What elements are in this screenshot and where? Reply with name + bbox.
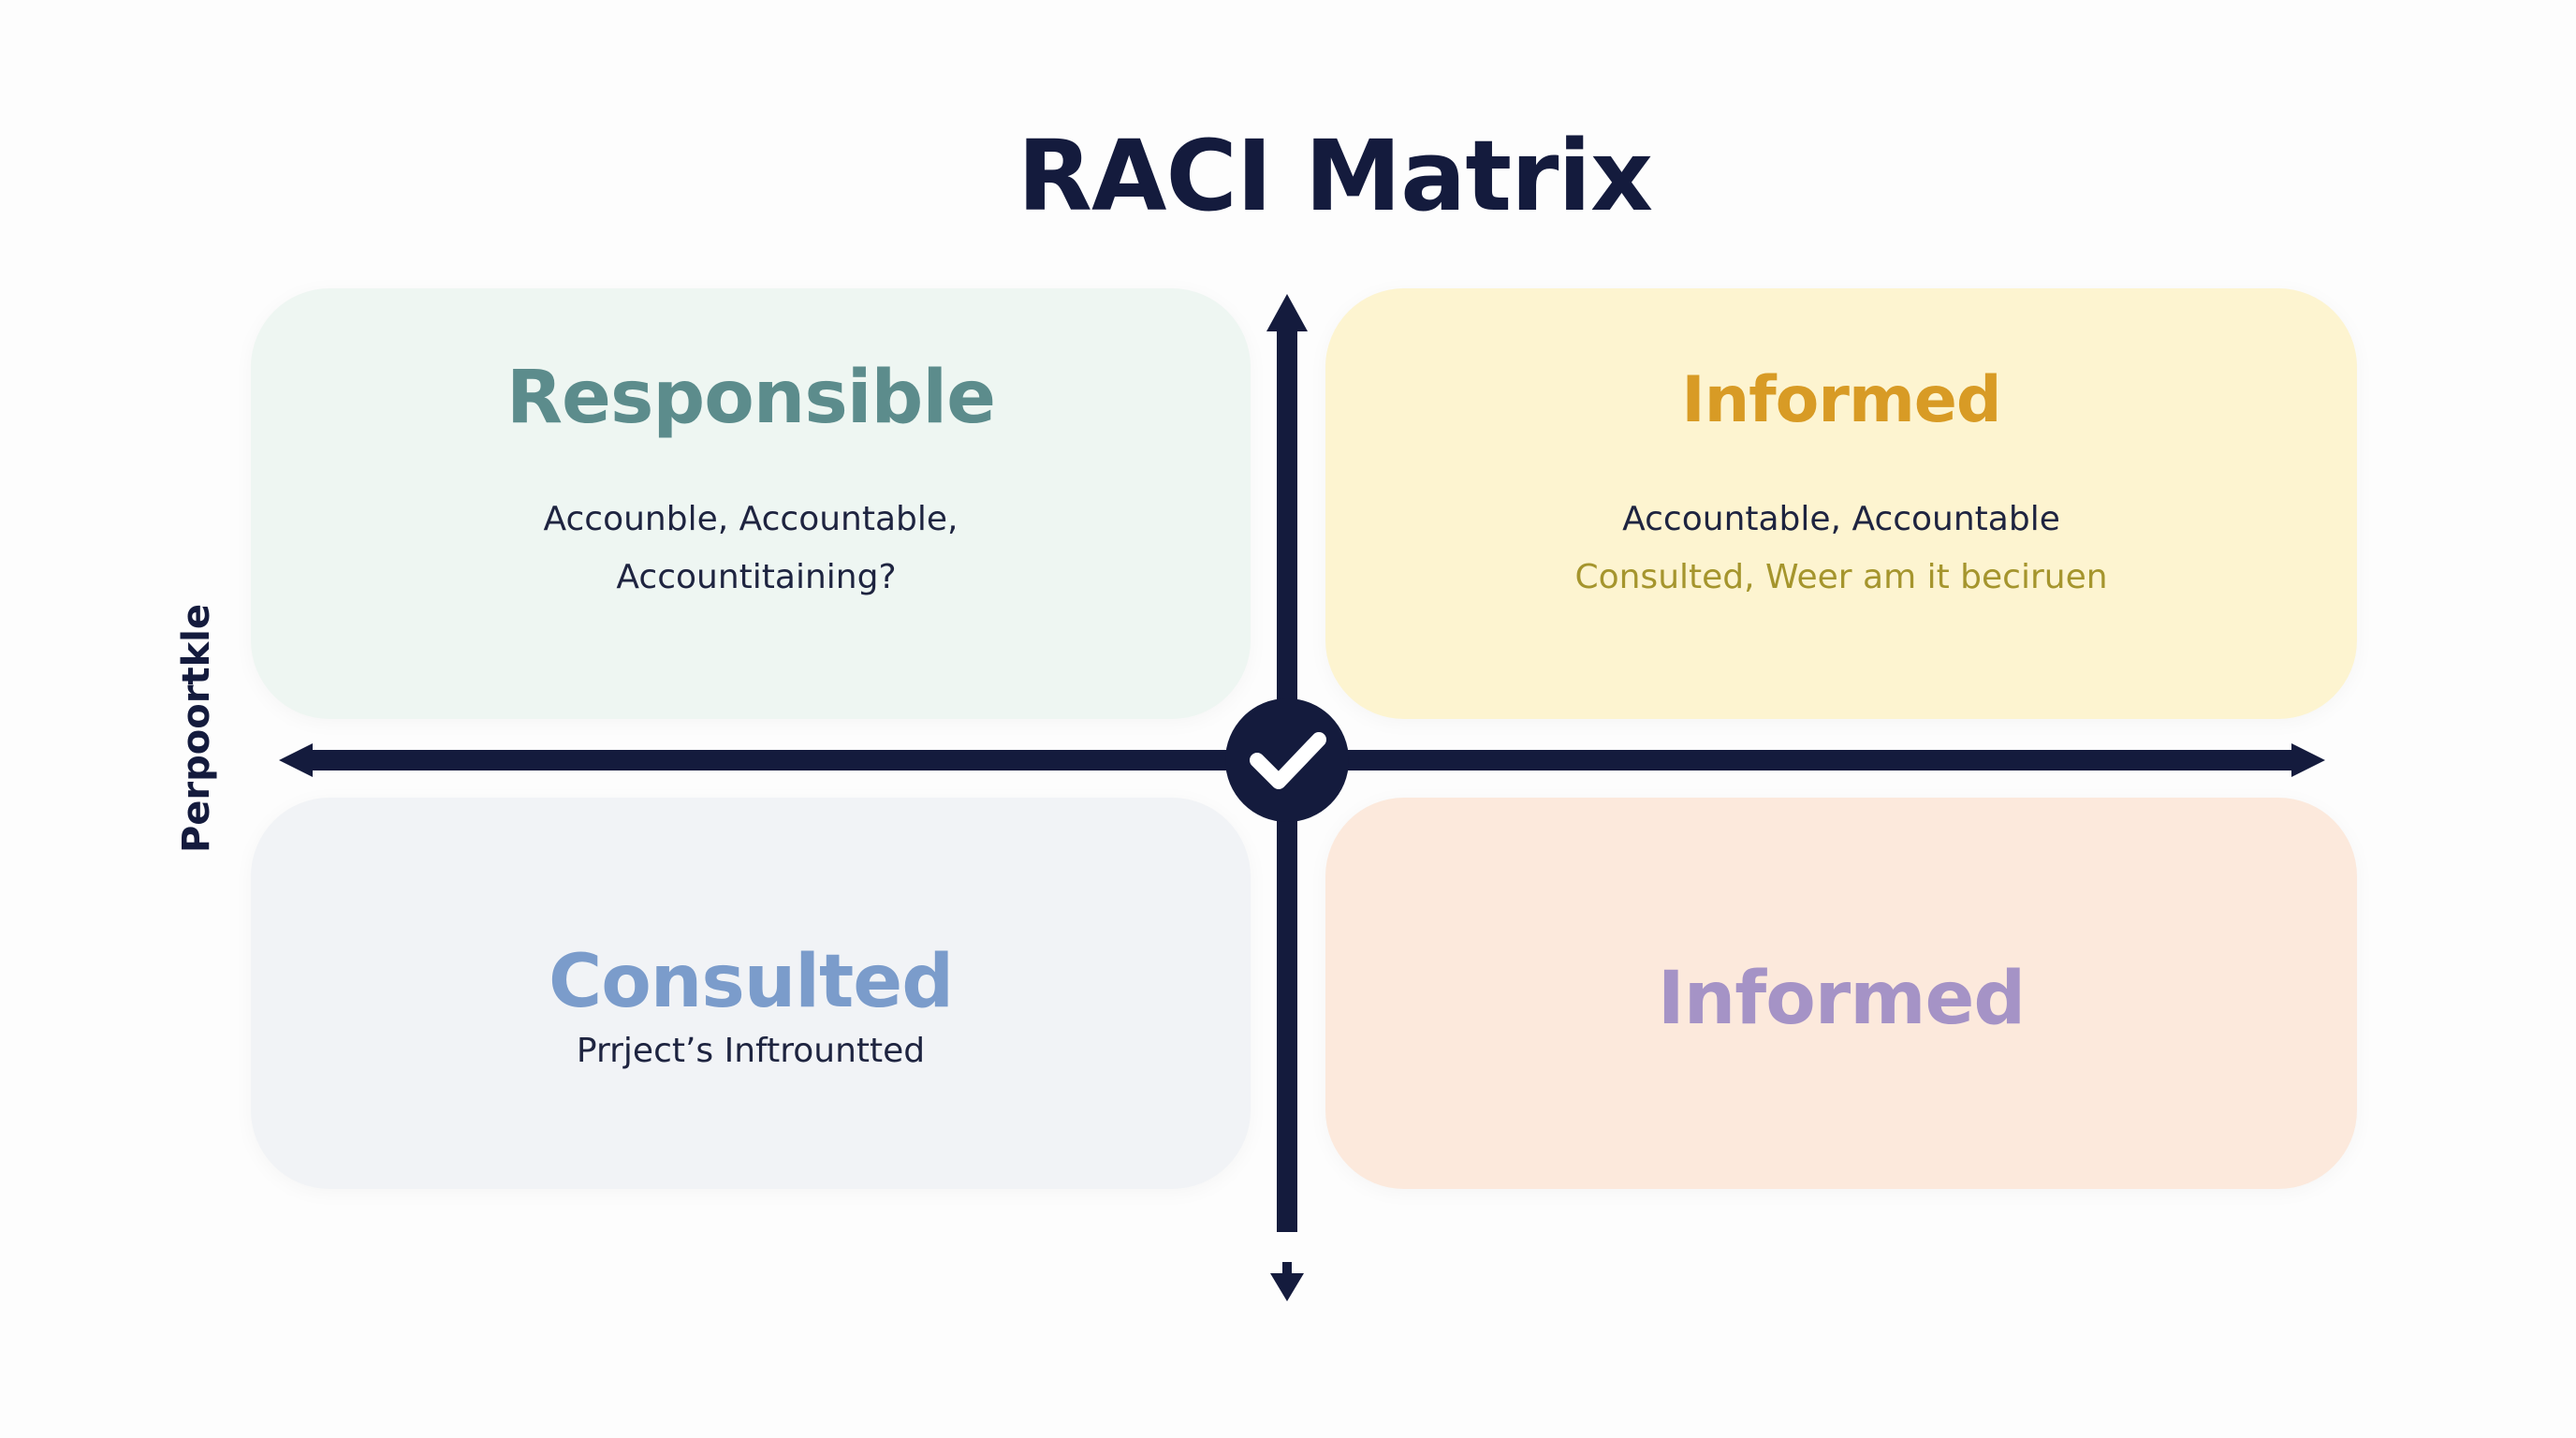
center-badge <box>1225 698 1349 822</box>
y-axis-label: Perpoortkle <box>175 603 218 854</box>
quadrant-text-line: Accounble, Accountable, <box>543 500 959 538</box>
quadrant-text-line: Consulted, Weer am it beciruen <box>1574 558 2108 596</box>
arrow-down-icon <box>1270 1273 1304 1301</box>
arrow-right-icon <box>2291 743 2325 777</box>
quadrant-responsible: Responsible Accounble, Accountable, Acco… <box>251 288 1251 719</box>
arrow-down-stem <box>1282 1262 1292 1275</box>
quadrant-informed-bottom: Informed <box>1325 798 2357 1189</box>
quadrant-text-line: Accountable, Accountable <box>1622 500 2060 538</box>
quadrant-text-line: Accountitaining? <box>616 558 897 596</box>
quadrant-title: Informed <box>1657 957 2027 1041</box>
page-title: RACI Matrix <box>1017 119 1653 233</box>
quadrant-consulted: Consulted Prrject’s Inftrountted <box>251 798 1251 1189</box>
checkmark-icon <box>1250 732 1326 789</box>
quadrant-title: Responsible <box>506 356 996 440</box>
quadrant-text-line: Prrject’s Inftrountted <box>576 1032 926 1070</box>
arrow-up-icon <box>1266 294 1308 331</box>
arrow-left-icon <box>279 743 313 777</box>
quadrant-title: Consulted <box>548 940 954 1024</box>
quadrant-informed-top: Informed Accountable, Accountable Consul… <box>1325 288 2357 719</box>
quadrant-title: Informed <box>1681 363 2001 437</box>
